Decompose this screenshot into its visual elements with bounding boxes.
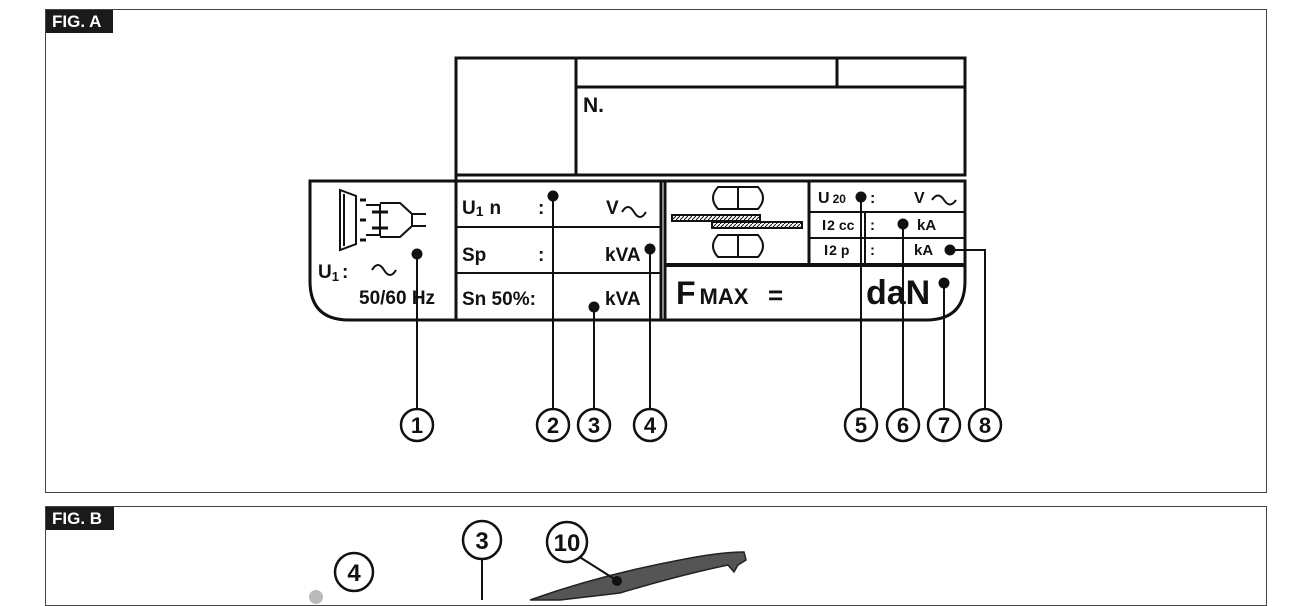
u1-label: U1:	[318, 262, 348, 284]
ac-symbol-icon	[371, 264, 397, 276]
u20-ac-symbol-icon	[931, 194, 957, 206]
u20-volt-unit: V	[914, 190, 925, 207]
spot-weld-electrodes-icon	[671, 186, 803, 258]
callout-5: 5	[843, 407, 879, 443]
svg-text:4: 4	[347, 560, 361, 587]
callout-6: 6	[885, 407, 921, 443]
plate-upper-block	[454, 56, 967, 177]
svg-text:1: 1	[411, 413, 423, 438]
mains-plug-icon	[339, 188, 426, 252]
sp-label: Sp	[462, 245, 486, 266]
sn-label: Sn 50%:	[462, 289, 536, 310]
svg-text:7: 7	[938, 413, 950, 438]
sn-kva-unit: kVA	[605, 289, 641, 310]
i2p-colon: :	[870, 242, 875, 259]
svg-text:8: 8	[979, 413, 991, 438]
svg-text:2: 2	[547, 413, 559, 438]
sp-kva-unit: kVA	[605, 245, 641, 266]
figure-b-panel: FIG. B	[45, 506, 1267, 606]
fig-b-callout-4: 4	[333, 551, 375, 593]
svg-text:4: 4	[644, 413, 657, 438]
frequency-label: 50/60 Hz	[359, 288, 435, 309]
u1n-volt-unit: V	[606, 198, 619, 219]
callout-7: 7	[926, 407, 962, 443]
fmax-equals: =	[768, 280, 783, 310]
svg-text:10: 10	[554, 530, 581, 557]
u1n-ac-symbol-icon	[621, 206, 647, 218]
svg-text:5: 5	[855, 413, 867, 438]
serial-number-prefix: N.	[583, 94, 604, 117]
figure-a-label: FIG. A	[46, 10, 114, 33]
callout-2: 2	[535, 407, 571, 443]
callout-1: 1	[399, 407, 435, 443]
callout-3: 3	[576, 407, 612, 443]
i2cc-ka-unit: kA	[917, 217, 936, 234]
u1n-colon: :	[538, 198, 544, 219]
svg-text:3: 3	[475, 528, 488, 555]
figure-b-label: FIG. B	[46, 507, 115, 530]
i2cc-colon: :	[870, 217, 875, 234]
callout-leaders	[411, 190, 986, 408]
callout-8: 8	[967, 407, 1003, 443]
fig-b-callout-3: 3	[461, 519, 503, 561]
callout-4: 4	[632, 407, 668, 443]
fig-b-callout-10: 10	[545, 520, 589, 564]
i2cc-label: I2 cc	[822, 217, 855, 234]
svg-text:6: 6	[897, 413, 909, 438]
fmax-dan-unit: daN	[866, 274, 930, 312]
plate-lower-block	[308, 175, 967, 322]
i2p-label: I2 p	[824, 242, 849, 259]
u20-colon: :	[870, 190, 875, 207]
svg-text:3: 3	[588, 413, 600, 438]
sp-colon: :	[538, 245, 544, 266]
i2p-ka-unit: kA	[914, 242, 933, 259]
